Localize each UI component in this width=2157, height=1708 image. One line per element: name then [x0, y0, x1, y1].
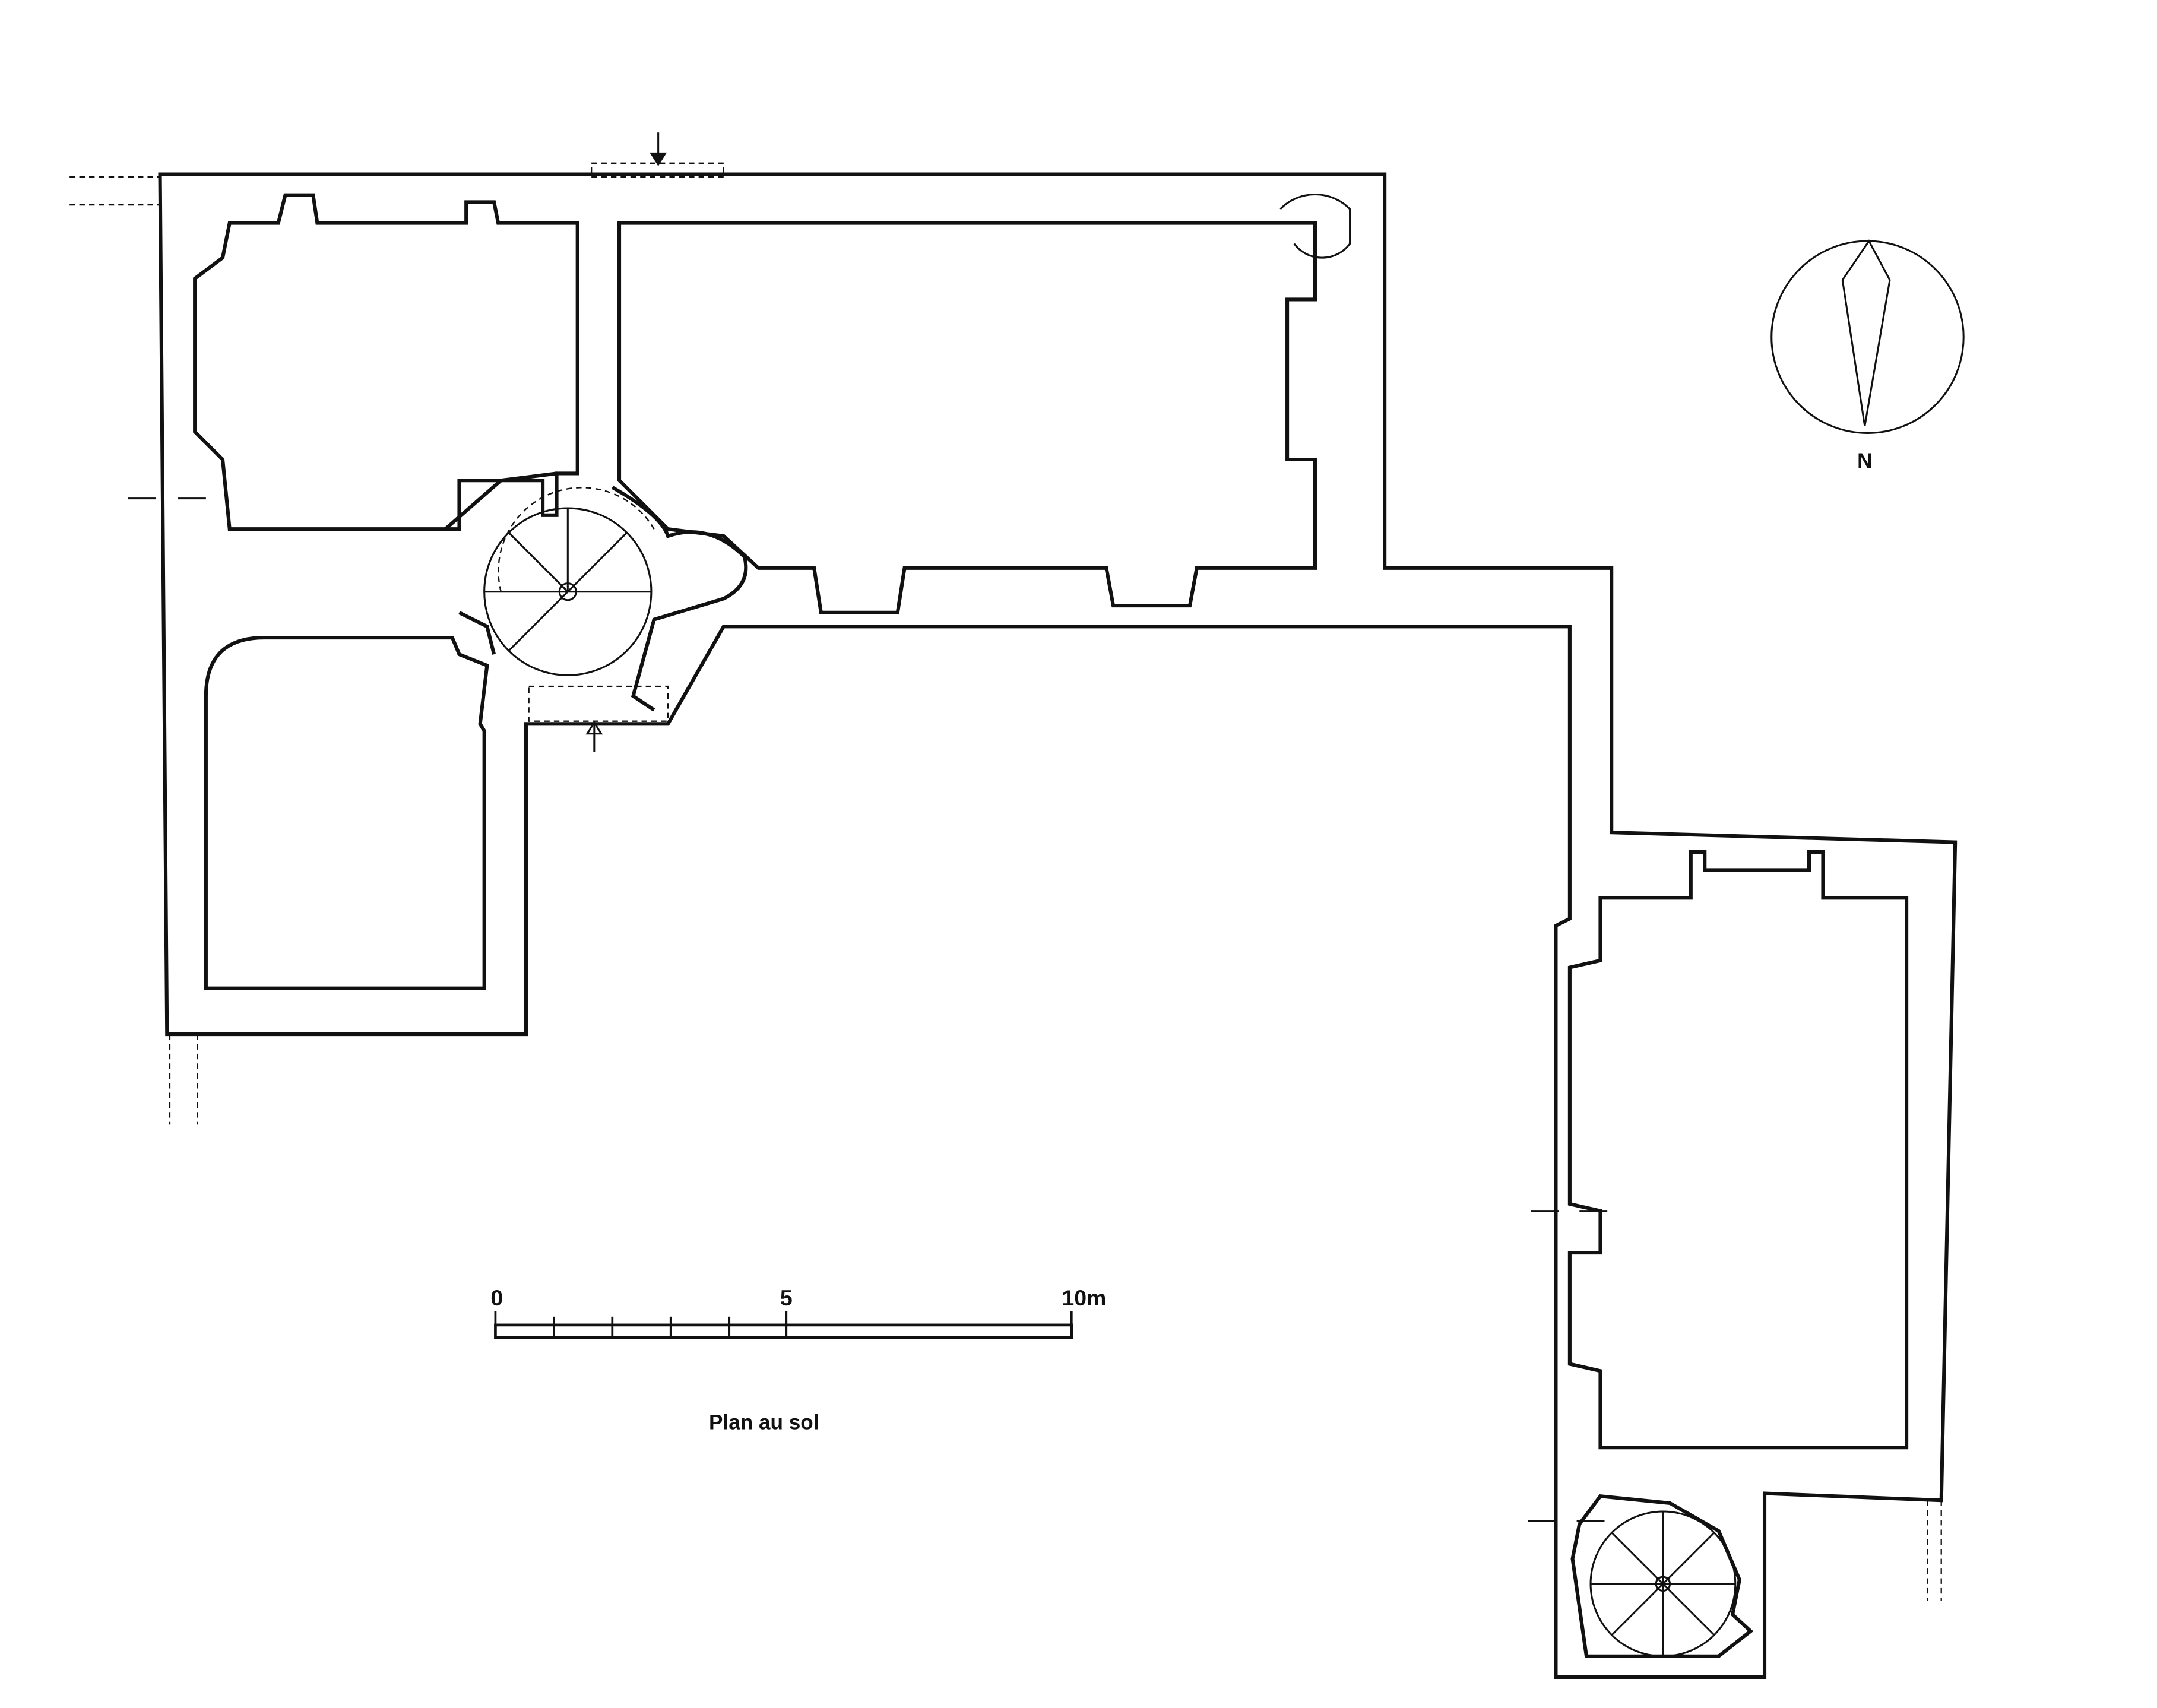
- stair-steps-central: [484, 508, 651, 651]
- stair-turret-wall: [444, 471, 748, 712]
- north-arrow-icon: N: [1770, 239, 1965, 473]
- room-north-hall: [617, 221, 1317, 614]
- scale-bar: 0 5 10m: [490, 1285, 1106, 1339]
- dashed-extension-lines: [69, 162, 1942, 1601]
- north-label: N: [1857, 449, 1872, 473]
- entrance-arrows: [128, 132, 1608, 1522]
- scale-label-0: 0: [490, 1285, 503, 1310]
- scale-label-5: 5: [780, 1285, 793, 1310]
- plan-title: Plan au sol: [709, 1411, 819, 1434]
- spiral-stair-northeast: [1279, 193, 1351, 259]
- stair-tower-southeast: [1570, 1494, 1754, 1658]
- stair-steps-southeast: [1591, 1511, 1735, 1656]
- room-east: [1567, 850, 1909, 1450]
- scale-label-10m: 10m: [1062, 1285, 1106, 1310]
- outer-wall: [158, 172, 1958, 1679]
- room-southwest: [204, 635, 489, 990]
